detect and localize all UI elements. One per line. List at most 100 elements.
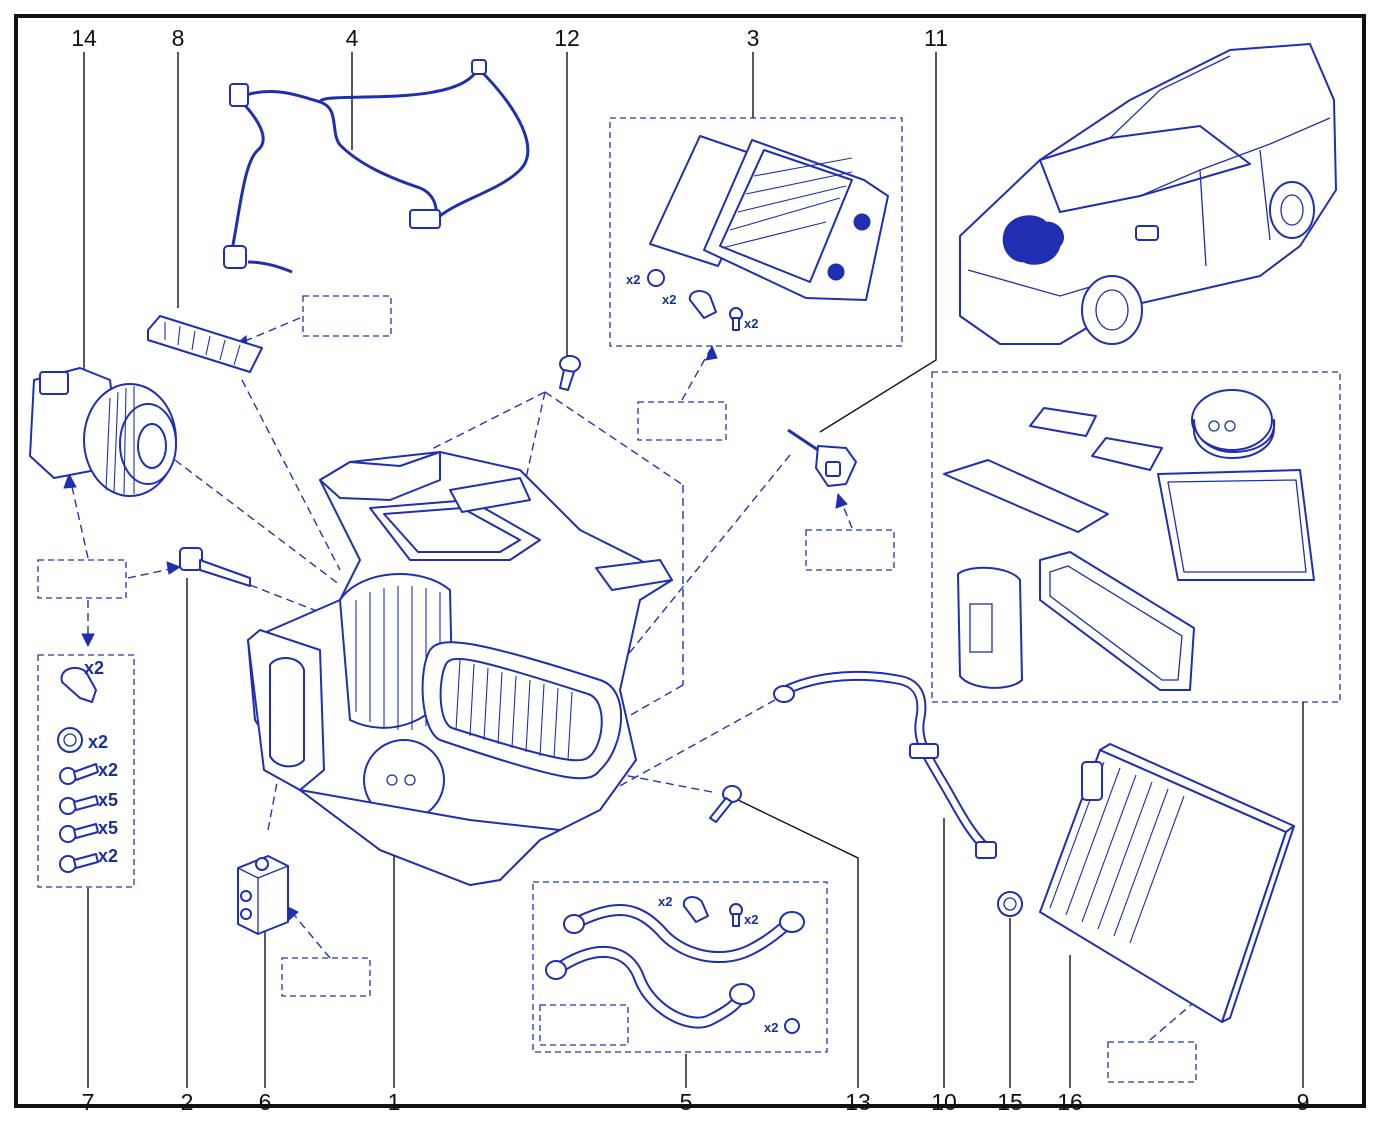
kit7-qty-bolt-4: x2: [98, 846, 118, 866]
kit3-qty-screw: x2: [744, 316, 758, 331]
label-16: 16: [1057, 1089, 1083, 1115]
arrow-12-e: [621, 684, 684, 721]
kit9-cabin-filter: [1157, 469, 1315, 581]
arrow-12-b: [525, 391, 546, 479]
kit3-washer: [647, 269, 665, 287]
part-9-seal-kit: [943, 389, 1315, 691]
arrow-6: [289, 909, 331, 959]
kit7-clip: [60, 666, 97, 703]
label-8: 8: [172, 25, 185, 51]
kit9-seal-small-a: [1029, 407, 1097, 437]
ref-box-8: [302, 295, 392, 337]
arrow-head-11: [835, 492, 848, 509]
arrow-head-2: [166, 561, 182, 575]
label-3: 3: [747, 25, 760, 51]
ref-box-14: [37, 559, 127, 599]
part-3-heater-core-kit: x2 x2 x2: [626, 135, 889, 331]
kit3-clip: [688, 290, 717, 319]
harness-connector-b: [471, 59, 487, 75]
arrow-2: [127, 567, 176, 579]
arrow-12-a: [429, 391, 546, 451]
arrow-8: [237, 317, 301, 345]
kit9-seal-frame: [943, 459, 1109, 533]
part-number-labels: 14 8 4 12 3 11 7 2 6 1 5 13 10 15 16 9: [71, 25, 1309, 1115]
kit3-screw: [729, 307, 743, 331]
harness-connector-d: [223, 245, 247, 269]
diagram-frame: [14, 14, 1366, 1108]
arrow-16: [1149, 979, 1221, 1041]
kit7-bolt-4: [59, 853, 99, 873]
kit7-qty-bolt-3: x5: [98, 818, 118, 838]
part-6-expansion-valve: [237, 855, 289, 935]
kit7-bolt-1: [59, 763, 99, 785]
label-7: 7: [82, 1089, 95, 1115]
arrow-head-3: [705, 344, 718, 361]
kit5-qty-clip: x2: [658, 894, 672, 909]
arrow-3: [681, 349, 711, 401]
label-5: 5: [680, 1089, 693, 1115]
vehicle-hvac-location-highlight: [1002, 215, 1064, 265]
harness-connector-c: [409, 209, 441, 229]
ref-box-3: [637, 401, 727, 441]
leader-13: [737, 799, 859, 1088]
part-14-blower-motor: [29, 367, 177, 497]
kit5-clip: [682, 896, 709, 923]
kit7-bolt-3: [59, 823, 99, 843]
ref-box-5: [539, 1004, 629, 1046]
arrow-13-to-housing: [607, 771, 713, 793]
part-1-hvac-housing: [247, 451, 673, 886]
kit7-bolt-2: [59, 795, 99, 815]
kit5-qty-screw: x2: [744, 912, 758, 927]
kit9-foam-block: [957, 566, 1023, 689]
arrow-6-to-housing: [267, 739, 286, 831]
kit5-screw: [729, 903, 743, 927]
reference-boxes: [37, 117, 1341, 1083]
kit3-qty-washer: x2: [626, 272, 640, 287]
part-11-actuator: [787, 428, 857, 487]
part-5-heater-hoses-kit: x2 x2 x2: [545, 894, 805, 1035]
kit7-washer: [57, 727, 83, 753]
kit7-qty-clip: x2: [84, 658, 104, 678]
kit5-qty-washer: x2: [764, 1020, 778, 1035]
kit7-qty-washer: x2: [88, 732, 108, 752]
part-10-ac-pipe: [773, 670, 997, 859]
part-8-blend-resistor: [147, 315, 263, 373]
label-1: 1: [388, 1089, 401, 1115]
ref-box-11: [805, 529, 895, 571]
kit9-seal-small-b: [1091, 437, 1163, 471]
label-12: 12: [554, 25, 580, 51]
arrow-head-7: [81, 633, 95, 648]
part-7-fastener-kit: x2 x2 x2 x5 x5 x2: [57, 658, 118, 873]
ref-box-16: [1107, 1041, 1197, 1083]
kit-box-7: [37, 654, 135, 888]
arrow-8-to-housing: [241, 379, 341, 571]
harness-connector-a: [229, 83, 249, 107]
kit9-gasket-large: [1039, 551, 1195, 691]
label-2: 2: [181, 1089, 194, 1115]
arrow-14-to-housing: [174, 459, 341, 586]
part-16-evaporator: [1039, 743, 1295, 1023]
label-9: 9: [1297, 1089, 1310, 1115]
arrow-head-14: [63, 472, 77, 489]
arrow-14-up: [69, 477, 89, 559]
part-2-temperature-sensor: [179, 547, 251, 587]
label-13: 13: [845, 1089, 871, 1115]
label-6: 6: [259, 1089, 272, 1115]
kit3-qty-clip: x2: [662, 292, 676, 307]
kit7-qty-bolt-2: x5: [98, 790, 118, 810]
kit7-qty-bolt-1: x2: [98, 760, 118, 780]
part-12-screw: [559, 355, 581, 391]
kit-box-9: [931, 371, 1341, 703]
leader-lines: [83, 52, 1304, 1088]
kit-box-5: [532, 881, 828, 1053]
kit-box-3: [609, 117, 903, 347]
ref-box-6: [281, 957, 371, 997]
label-11: 11: [924, 25, 948, 51]
leader-11: [819, 52, 937, 433]
part-13-screw: [709, 785, 742, 823]
label-15: 15: [997, 1089, 1023, 1115]
label-10: 10: [931, 1089, 957, 1115]
part-4-wiring-harness: [223, 59, 530, 274]
kit9-cylinder: [1191, 389, 1276, 459]
